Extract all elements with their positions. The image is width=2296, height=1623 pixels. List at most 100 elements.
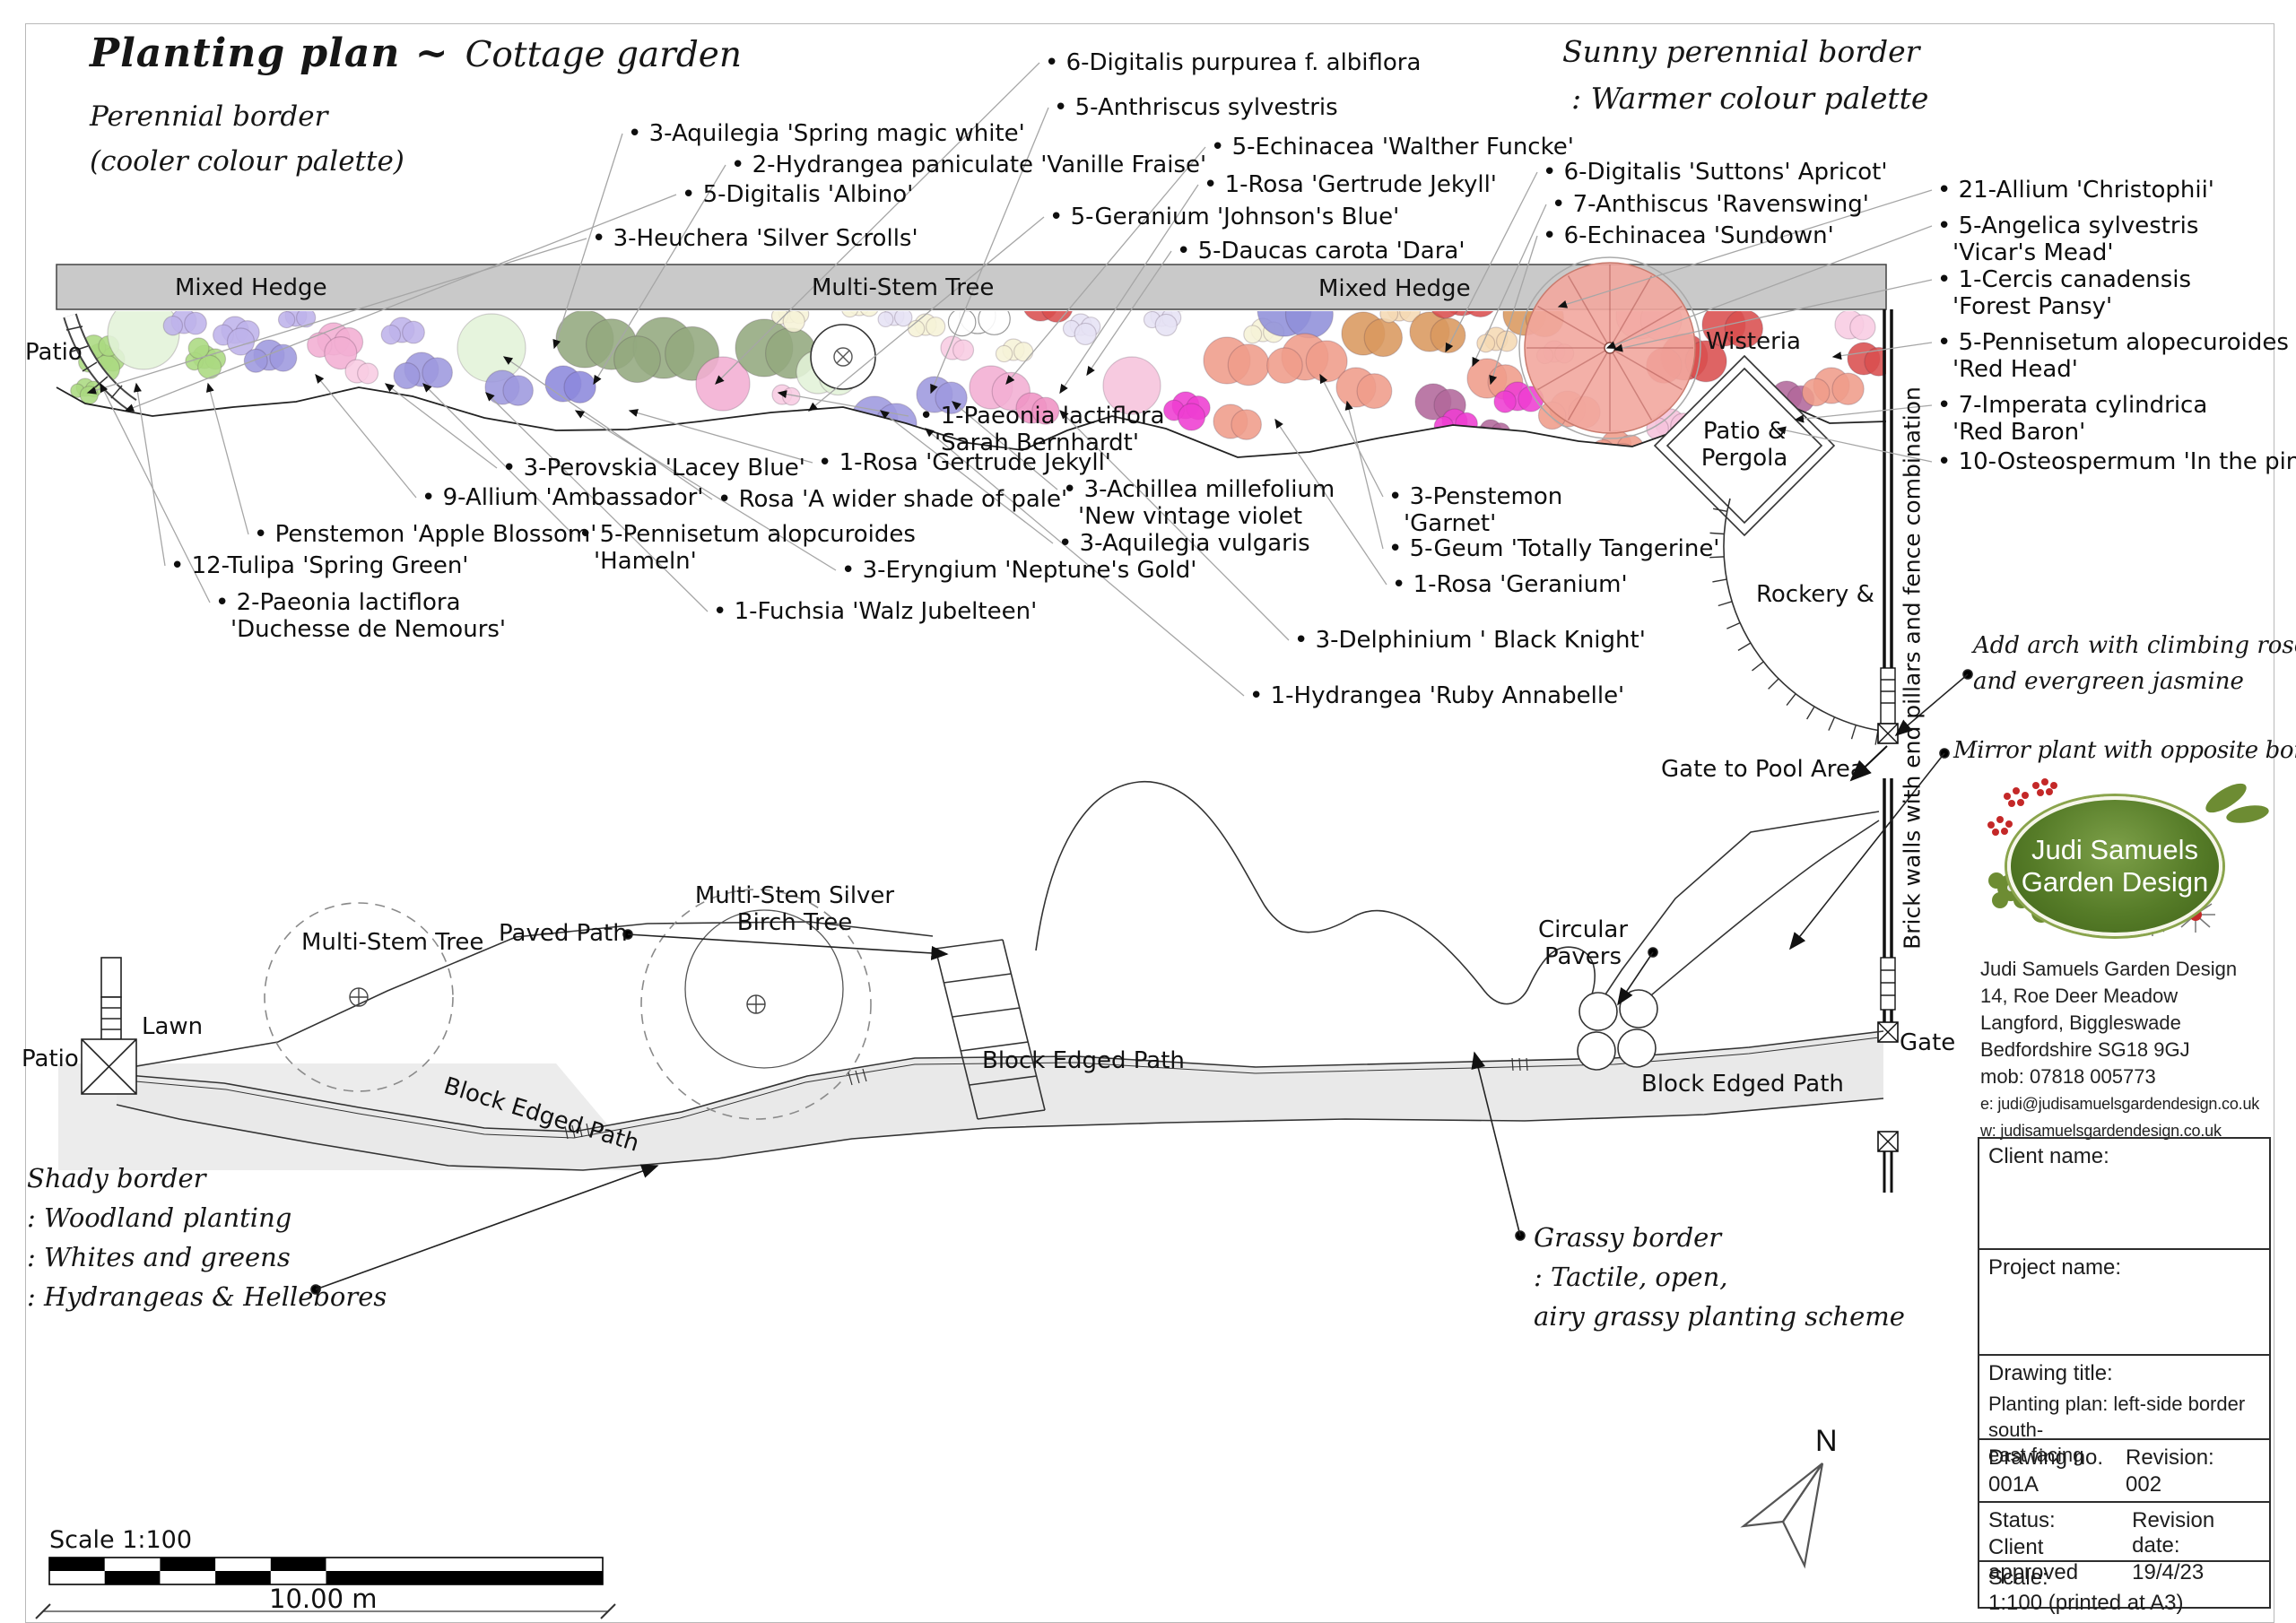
plant-callout: • 21-Allium 'Christophii' [1937,177,2214,204]
drawing-title-line2: east facing [1988,1444,2084,1467]
subtitle-line1: Perennial border [90,100,328,133]
plant-callout: • 3-Aquilegia vulgaris [1058,530,1310,557]
plant-callout: • 1-Hydrangea 'Ruby Annabelle' [1249,682,1625,709]
shady-note-line4: : Hydrangeas & Hellebores [27,1281,387,1313]
plant-callout: • 7-Anthiscus 'Ravenswing' [1552,191,1869,218]
plant-callout: • 5-Digitalis 'Albino' [682,181,914,208]
titleblock-project: Project name: [1978,1248,2271,1356]
address-line: w: judisamuelsgardendesign.co.uk [1980,1122,2222,1140]
scale-block-value: 1:100 (printed at A3) [1988,1591,2184,1615]
shady-note-line2: : Woodland planting [27,1202,292,1234]
plant-callout: • 6-Echinacea 'Sundown' [1543,222,1834,249]
plant-callout: • 10-Osteospermum 'In the pink' [1937,448,2296,475]
tree-center-markers [349,987,766,1014]
plant-callout: • 5-Echinacea 'Walther Funcke' [1211,134,1574,161]
plant-callout: • 5-Pennisetum alopecuroides'Red Head' [1937,329,2289,383]
title-part-1: Planting plan ~ [90,30,449,76]
note-leaders [310,669,1973,1295]
paved-path-label: Paved Path [499,920,628,947]
scale-label: Scale 1:100 [49,1526,193,1554]
drawing-no-label: Drawing no. [1988,1445,2104,1470]
plant-callout: • 5-Pennisetum alopcuroides'Hameln' [578,521,916,575]
status-label: Status: [1988,1508,2056,1532]
page-title: Planting plan ~Cottage garden [90,30,742,76]
scale-block-label: Scale: [1988,1566,2048,1590]
logo-oval: Judi Samuels Garden Design [2007,796,2222,936]
titleblock-scale: Scale: 1:100 (printed at A3) [1978,1560,2271,1615]
sunny-title-line1: Sunny perennial border [1562,34,1920,69]
plant-callout: • 3-Perovskia 'Lacey Blue' [502,455,805,482]
plant-callout: • 6-Digitalis 'Suttons' Apricot' [1543,159,1888,186]
grassy-note-line3: airy grassy planting scheme [1534,1301,1905,1332]
logo-text-line2: Garden Design [2021,866,2209,898]
arch-note: Add arch with climbing roses and evergre… [1973,628,2296,700]
rockery-ticks [1709,508,1879,745]
address-line: e: judi@judisamuelsgardendesign.co.uk [1980,1095,2260,1113]
project-name-label: Project name: [1988,1255,2122,1280]
brick-wall-upper [1849,309,1899,782]
leader-lines [86,62,1933,697]
plant-callout: • 1-Rosa 'Gertrude Jekyll' [818,449,1111,476]
plant-callout: • 1-Rosa 'Geranium' [1392,571,1628,598]
pavers-label-line2: Pavers [1544,943,1622,970]
grassy-note-line1: Grassy border [1534,1222,1722,1253]
block-path-label-2: Block Edged Path [982,1047,1185,1074]
titleblock-drawing-title: Drawing title: Planting plan: left-side … [1978,1354,2271,1466]
drawing-no-value: 001A [1988,1472,2039,1497]
shady-note-line3: : Whites and greens [27,1242,291,1273]
plant-callout: • 3-Eryngium 'Neptune's Gold' [841,557,1197,584]
patio-pergola-line1: Patio & [1702,418,1787,445]
address-line: Judi Samuels Garden Design [1980,958,2238,980]
revision-label: Revision: [2126,1445,2214,1470]
arch-note-line1: Add arch with climbing roses [1973,632,2296,659]
gate-pool-label: Gate to Pool Area [1661,756,1865,783]
circular-pavers [1577,989,1658,1071]
hedge-label-tree: Multi-Stem Tree [812,274,995,301]
patio-pergola-line2: Pergola [1700,445,1788,472]
rockery-arc [1723,498,1882,732]
plant-callout: • 3-Achillea millefolium'New vintage vio… [1063,476,1335,530]
patio-pergola-label: Patio & Pergola [1675,418,1813,472]
block-path-label-3: Block Edged Path [1641,1071,1844,1098]
brick-wall-lower [1877,778,1899,1193]
plant-callout: • 12-Tulipa 'Spring Green' [170,552,469,579]
hedge-label-right: Mixed Hedge [1318,275,1471,302]
plant-callout: • Penstemon 'Apple Blossom' [254,521,597,548]
path-edging-ticks [564,1057,1528,1140]
circular-pavers-label: Circular Pavers [1525,916,1641,970]
lower-plan-fills [58,1031,1883,1170]
plant-callout: • 5-Daucas carota 'Dara' [1177,238,1465,265]
paved-path [935,939,1046,1120]
patio-label-upper: Patio [25,339,83,366]
drawing-title-label: Drawing title: [1988,1361,2113,1385]
gate-label: Gate [1900,1029,1956,1056]
plant-callout: • 3-Delphinium ' Black Knight' [1294,627,1646,654]
status-value: Client approved [1988,1535,2079,1584]
grassy-note: Grassy border : Tactile, open, airy gras… [1534,1218,1905,1336]
hedge-label-left: Mixed Hedge [175,274,327,301]
logo-text-line1: Judi Samuels [2031,834,2199,866]
plant-callout: • 1-Paeonia lactiflora'Sarah Bernhardt' [919,403,1165,456]
revision-value: 002 [2126,1472,2162,1497]
plant-callout: • 5-Angelica sylvestris'Vicar's Mead' [1937,213,2199,266]
birch-canopy-outline [684,909,844,1069]
pavers-label-line1: Circular [1537,916,1629,943]
lawn-label: Lawn [142,1013,204,1040]
drawing-title-line1: Planting plan: left-side border south- [1988,1393,2246,1441]
plant-callout: • 6-Digitalis purpurea f. albiflora [1045,49,1422,76]
plant-callout: • 5-Geum 'Totally Tangerine' [1388,535,1720,562]
grassy-note-line2: : Tactile, open, [1534,1262,1728,1293]
plant-callout: • 7-Imperata cylindrica'Red Baron' [1937,392,2208,446]
plant-callout: • 3-Penstemon'Garnet' [1388,483,1563,537]
patio-icon-lower [81,957,137,1095]
wisteria-label: Wisteria [1706,328,1801,355]
address-line: 14, Roe Deer Meadow [1980,985,2179,1007]
plant-callout: • 5-Anthriscus sylvestris [1054,94,1338,121]
birch-label: Multi-Stem Silver Birch Tree [678,882,911,936]
scale-bar [35,1557,616,1619]
tree-canopies [264,889,872,1120]
titleblock-status: Status: Client approved Revision date: 1… [1978,1501,2271,1584]
client-name-label: Client name: [1988,1144,2109,1168]
sunny-title-line2: : Warmer colour palette [1571,81,1929,116]
